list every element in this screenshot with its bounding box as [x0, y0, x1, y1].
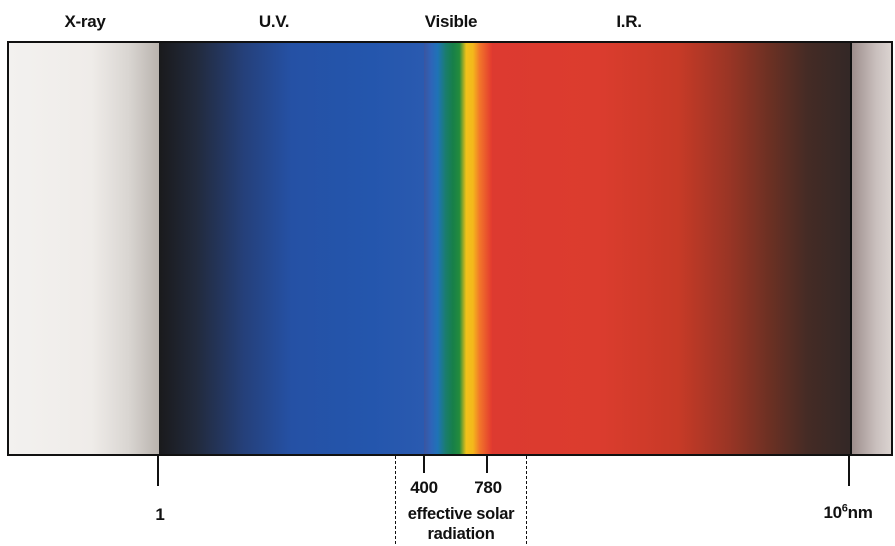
axis-label-base: 10 [823, 503, 842, 522]
tick-1 [157, 456, 159, 486]
xray-band-label: X-ray [64, 12, 106, 31]
solar-range-left-dash [395, 456, 396, 544]
far-ir-region [850, 43, 891, 454]
uv-band-label: U.V. [258, 12, 290, 31]
solar-label-line2: radiation [427, 525, 495, 543]
spectrum-bar [7, 41, 893, 456]
tick-780 [486, 456, 488, 473]
axis-label-1: 1 [155, 505, 165, 524]
uv-region [159, 43, 424, 454]
tick-10e6 [848, 456, 850, 486]
axis-label-780: 780 [474, 478, 502, 497]
tick-400 [423, 456, 425, 473]
axis-label-400: 400 [410, 478, 438, 497]
axis-label-exponent: 6 [841, 502, 848, 515]
axis-label-10e6nm: 106nm [823, 503, 872, 523]
solar-label-line1: effective solar [407, 505, 515, 523]
solar-range-right-dash [526, 456, 527, 544]
spectrum-right-boundary [850, 43, 852, 454]
visible-band-label: Visible [424, 12, 478, 31]
xray-region [9, 43, 159, 454]
ir-band-label: I.R. [616, 12, 642, 31]
visible-region [424, 43, 492, 454]
axis-label-unit: nm [847, 503, 873, 522]
ir-region [492, 43, 850, 454]
